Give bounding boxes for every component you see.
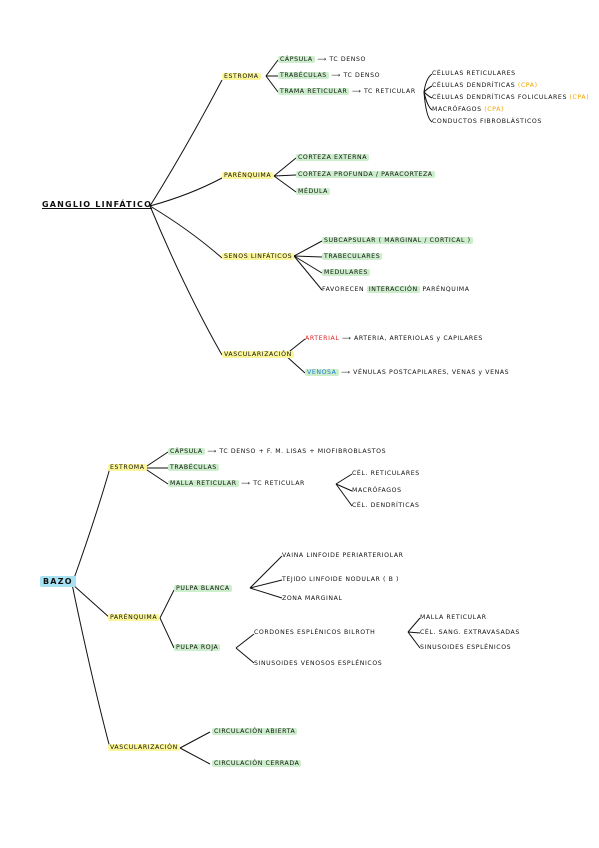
- ganglio-cell: CÉLULAS RETICULARES: [432, 70, 516, 77]
- ganglio-cell: MACRÓFAGOS (CPA): [432, 106, 504, 113]
- bazo-blanca-item: TEJIDO LINFOIDE NODULAR ( B ): [282, 576, 400, 583]
- ganglio-cell: CONDUCTOS FIBROBLÁSTICOS: [432, 118, 542, 125]
- bazo-cell: CÉL. RETICULARES: [352, 470, 420, 477]
- ganglio-parenquima-item: CORTEZA PROFUNDA / PARACORTEZA: [296, 171, 435, 178]
- arrow-icon: ⟶: [317, 56, 327, 63]
- ganglio-estroma: ESTROMA: [222, 73, 261, 80]
- ganglio-parenquima: PARÉNQUIMA: [222, 172, 274, 179]
- bazo-cell: MACRÓFAGOS: [352, 487, 402, 494]
- bazo-pulpa-blanca: PULPA BLANCA: [174, 585, 232, 592]
- bazo-capsula: CÁPSULA ⟶ TC DENSO + F. M. LISAS + MIOFI…: [168, 448, 387, 455]
- bazo-blanca-item: VAINA LINFOIDE PERIARTERIOLAR: [282, 552, 404, 559]
- bazo-estroma: ESTROMA: [108, 464, 147, 471]
- arrow-icon: ⟶: [351, 88, 362, 95]
- bazo-title: BAZO: [40, 576, 76, 587]
- bazo-vasc-item: CIRCULACIÓN CERRADA: [212, 760, 302, 767]
- ganglio-title: GANGLIO LINFÁTICO: [42, 200, 153, 209]
- ganglio-senos-item: TRABECULARES: [322, 253, 383, 260]
- arrow-icon: ⟶: [207, 448, 217, 455]
- ganglio-parenquima-item: CORTEZA EXTERNA: [296, 154, 370, 161]
- ganglio-cell: CÉLULAS DENDRÍTICAS (CPA): [432, 82, 538, 89]
- bazo-sinusoides: SINUSOIDES VENOSOS ESPLÉNICOS: [254, 660, 383, 667]
- bazo-malla: MALLA RETICULAR ⟶ TC RETICULAR: [168, 480, 305, 487]
- ganglio-trama: TRAMA RETICULAR ⟶ TC RETICULAR: [278, 88, 416, 95]
- bazo-parenquima: PARÉNQUIMA: [108, 614, 160, 621]
- ganglio-venosa: VENOSA ⟶ VÉNULAS POSTCAPILARES, VENAS y …: [305, 369, 510, 376]
- arrow-icon: ⟶: [341, 335, 352, 342]
- bazo-cell: CÉL. DENDRÍTICAS: [352, 502, 420, 509]
- ganglio-cell: CÉLULAS DENDRÍTICAS FOLICULARES (CPA): [432, 94, 590, 101]
- bazo-vasc-item: CIRCULACIÓN ABIERTA: [212, 728, 298, 735]
- ganglio-trabeculas: TRABÉCULAS ⟶ TC DENSO: [278, 72, 381, 79]
- ganglio-senos-favorecen: FAVORECEN INTERACCIÓN PARÉNQUIMA: [322, 286, 470, 293]
- ganglio-parenquima-item: MÉDULA: [296, 188, 330, 195]
- bazo-cordones-item: SINUSOIDES ESPLÉNICOS: [420, 644, 512, 651]
- ganglio-senos-item: MEDULARES: [322, 269, 370, 276]
- bazo-blanca-item: ZONA MARGINAL: [282, 595, 343, 602]
- bazo-cordones-item: MALLA RETICULAR: [420, 614, 487, 621]
- ganglio-senos-item: SUBCAPSULAR ( MARGINAL / CORTICAL ): [322, 237, 473, 244]
- ganglio-senos: SENOS LINFÁTICOS: [222, 253, 295, 260]
- bazo-vasc: VASCULARIZACIÓN: [108, 744, 180, 751]
- bazo-pulpa-roja: PULPA ROJA: [174, 644, 221, 651]
- bazo-trabeculas: TRABÉCULAS: [168, 464, 219, 471]
- bazo-cordones: CORDONES ESPLÉNICOS BILROTH: [254, 629, 376, 636]
- arrow-icon: ⟶: [341, 369, 351, 376]
- arrow-icon: ⟶: [241, 480, 251, 487]
- arrow-icon: ⟶: [331, 72, 341, 79]
- bazo-cordones-item: CÉL. SANG. EXTRAVASADAS: [420, 629, 520, 636]
- ganglio-capsula: CÁPSULA ⟶ TC DENSO: [278, 56, 367, 63]
- ganglio-vasc: VASCULARIZACIÓN: [222, 351, 294, 358]
- ganglio-arterial: ARTERIAL ⟶ ARTERIA, ARTERIOLAS y CAPILAR…: [305, 335, 483, 342]
